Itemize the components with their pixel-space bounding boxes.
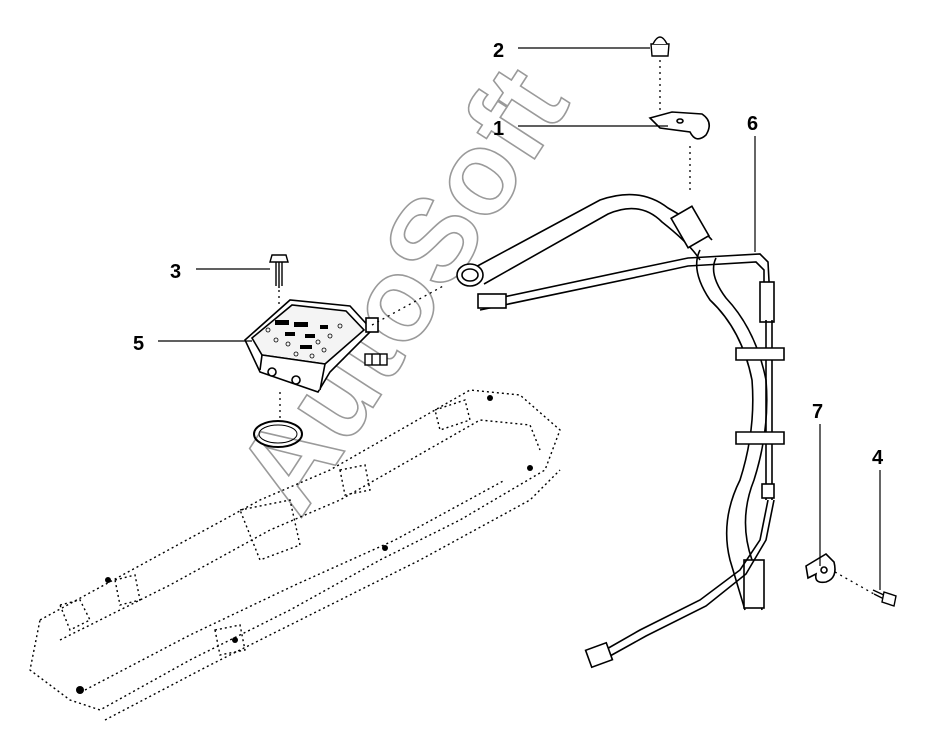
cap-nut-2 — [650, 36, 670, 57]
bracket-clip-1 — [648, 111, 710, 140]
engine-manifold-outline — [29, 389, 561, 721]
control-module — [244, 299, 379, 393]
callout-7: 7 — [812, 401, 823, 423]
bolt-3 — [269, 254, 289, 288]
assembly-lines — [278, 60, 875, 595]
callout-2: 2 — [493, 40, 504, 62]
o-ring — [253, 420, 303, 448]
callout-4: 4 — [872, 447, 884, 469]
callout-5: 5 — [133, 333, 144, 355]
sensor-plug — [364, 353, 388, 366]
leader-lines — [158, 47, 881, 590]
bolt-4 — [872, 589, 897, 607]
callout-3: 3 — [170, 261, 181, 283]
manifold-bolts — [76, 395, 533, 694]
bracket-7 — [805, 552, 836, 584]
hose-harness-6 — [456, 193, 785, 669]
callout-6: 6 — [747, 113, 758, 135]
callout-1: 1 — [493, 118, 504, 140]
